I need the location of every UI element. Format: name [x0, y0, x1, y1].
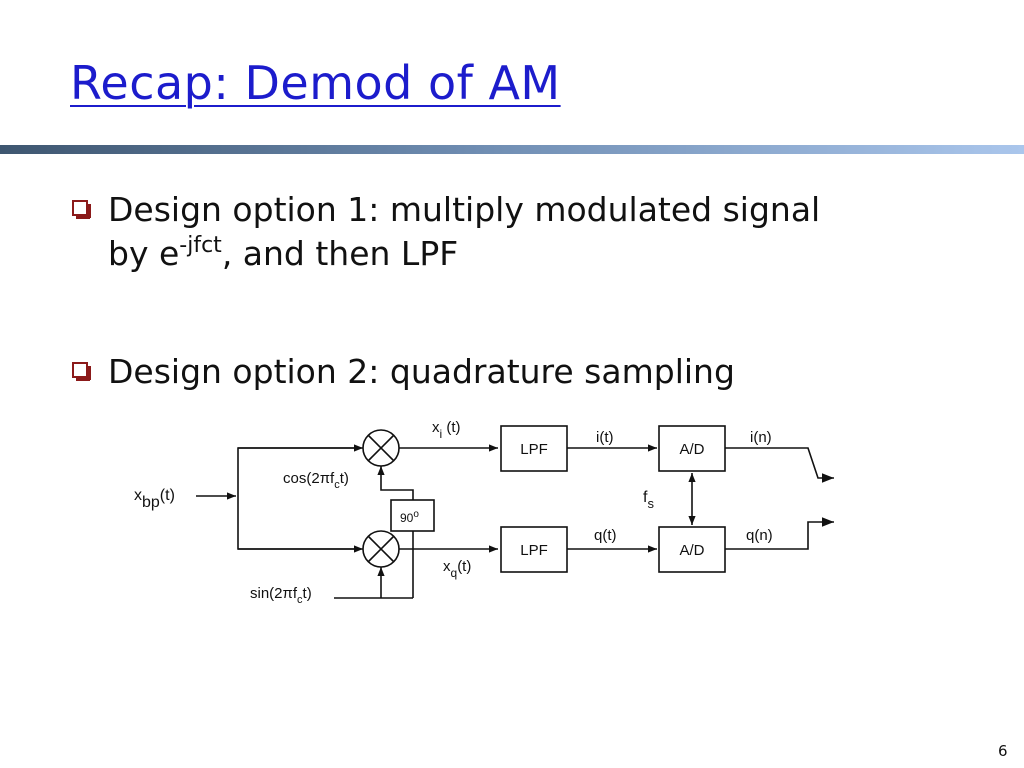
adc-top-label: A/D — [679, 441, 704, 458]
bullet-1-line2-prefix: by e — [108, 234, 180, 273]
bottom-mixer-icon — [362, 530, 400, 568]
page-number: 6 — [998, 742, 1008, 760]
bullet-2-text: Design option 2: quadrature sampling — [108, 352, 735, 391]
input-label: xbp(t) — [134, 487, 175, 511]
xq-label: xq(t) — [443, 558, 471, 580]
phase-shift-block — [390, 499, 435, 532]
bullet-1-line2-suffix: , and then LPF — [221, 234, 459, 273]
qt-label: q(t) — [594, 527, 617, 544]
in-label: i(n) — [750, 429, 772, 446]
title-divider — [0, 145, 1024, 154]
in-output-line — [725, 447, 834, 483]
qn-output-line — [725, 517, 834, 550]
slide-title: Recap: Demod of AM — [70, 56, 561, 110]
bullet-box-icon — [72, 200, 91, 219]
top-mixer-icon — [362, 429, 400, 467]
xi-label: xi (t) — [432, 419, 461, 441]
bullet-1-line1: Design option 1: multiply modulated sign… — [108, 190, 821, 229]
it-label: i(t) — [596, 429, 614, 446]
lpf-bottom-label: LPF — [520, 542, 548, 559]
lpf-top-label: LPF — [520, 441, 548, 458]
fs-label: fs — [643, 489, 654, 511]
qn-label: q(n) — [746, 527, 773, 544]
adc-bottom-label: A/D — [679, 542, 704, 559]
phase-shift-label: 90o — [400, 509, 419, 525]
bullet-box-icon — [72, 362, 91, 381]
split-line — [237, 447, 360, 550]
sin-label: sin(2πfct) — [250, 585, 312, 606]
cos-label: cos(2πfct) — [283, 470, 349, 491]
cos-feed-line — [377, 466, 414, 500]
bullet-1-exponent: -jfct — [179, 233, 222, 258]
